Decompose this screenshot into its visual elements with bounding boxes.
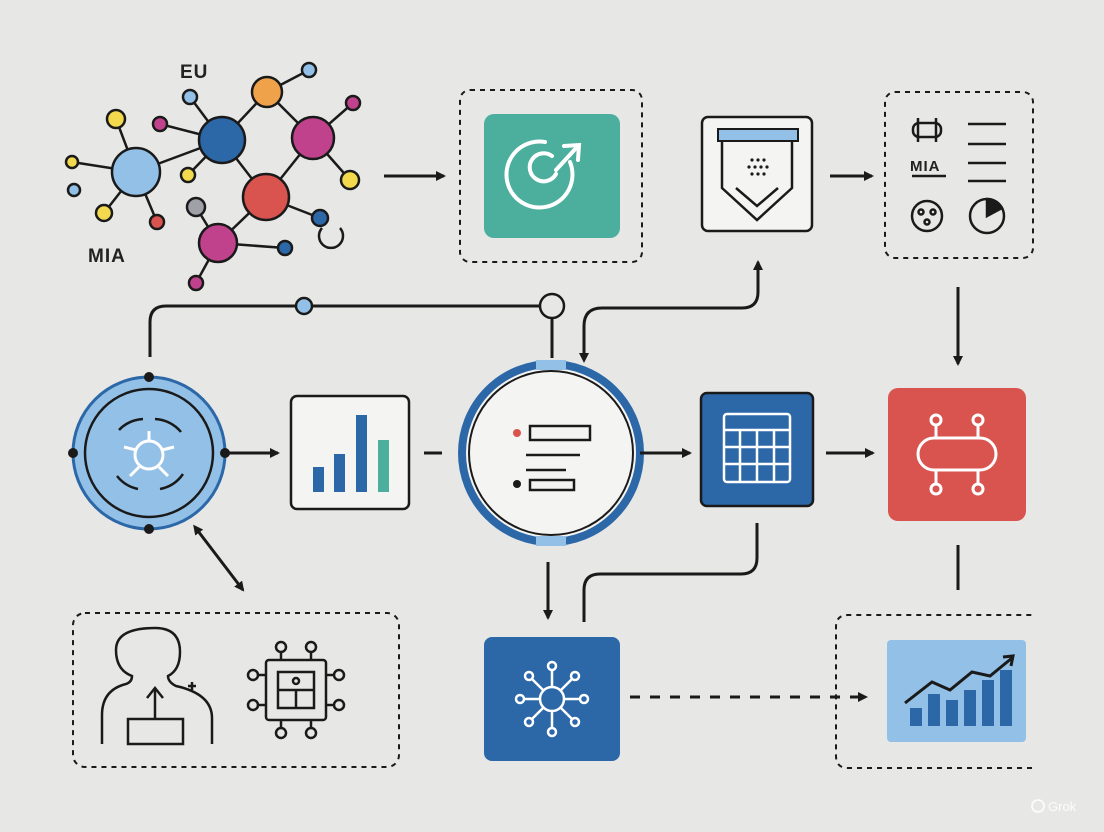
panel-label: MIA (910, 158, 941, 175)
molecule-network-icon (64, 61, 362, 292)
hub-network-icon (484, 637, 620, 761)
trend-chart-icon (887, 640, 1026, 742)
watermark-text: Grok (1048, 799, 1077, 814)
connector-top-loop (148, 304, 554, 358)
connector-dot-blue (294, 296, 314, 316)
connector-table-to-hub (582, 523, 759, 622)
dashboard-panel-icon (910, 118, 1006, 235)
circuit-chip-icon (246, 640, 346, 740)
target-network-icon (68, 372, 230, 534)
capsule-device-icon (888, 388, 1026, 521)
refresh-dashed-frame (459, 89, 643, 263)
person-chip-dashed-frame (72, 612, 400, 768)
connector-node-open (538, 292, 566, 320)
panel-dashed-frame (884, 91, 1034, 259)
table-grid-icon (699, 391, 815, 508)
bar-chart-icon (289, 394, 411, 511)
shield-funnel-icon (700, 115, 814, 233)
arrow-target-person (193, 524, 245, 592)
person-upload-icon (100, 626, 214, 746)
connector-center-to-shield (579, 260, 763, 363)
document-list-icon (458, 360, 644, 546)
molecule-top-label: EU (180, 62, 208, 83)
grok-watermark: Grok (1031, 799, 1077, 814)
molecule-left-label: MIA (88, 246, 126, 267)
refresh-arrow-icon (484, 114, 620, 238)
